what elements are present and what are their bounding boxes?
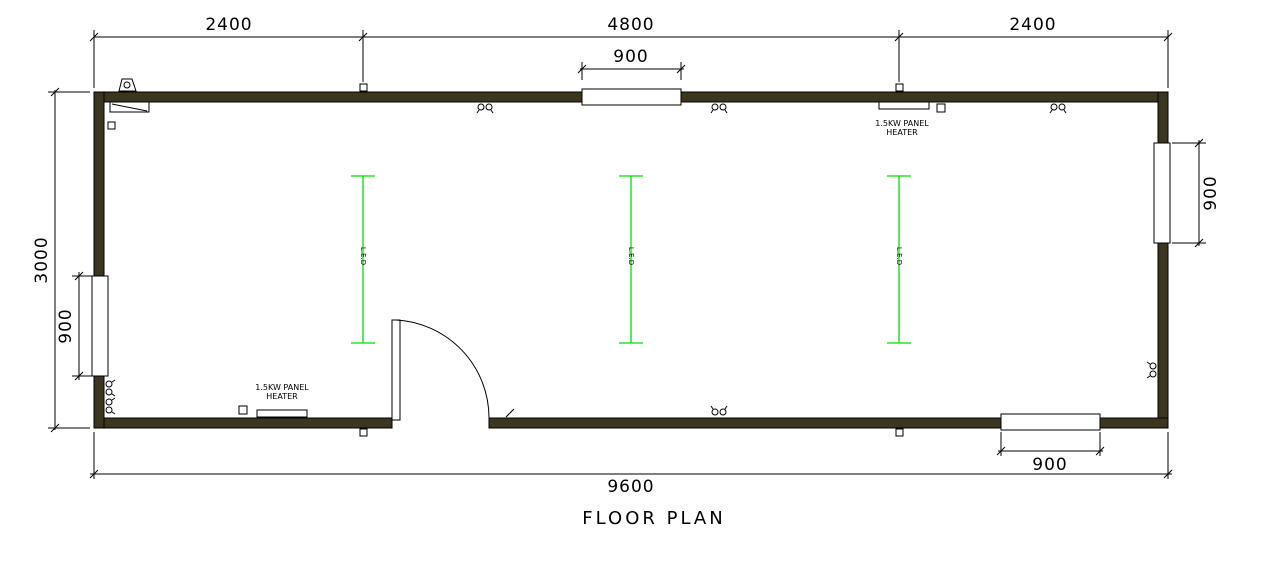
socket-right: [1146, 361, 1157, 379]
door-swing-arc: [395, 319, 490, 419]
heater-bottom-label-1: 1.5KW PANEL: [255, 383, 309, 392]
dim-top-window: 900: [613, 47, 648, 67]
dim-top-right: 2400: [1009, 15, 1056, 35]
top-window: [581, 88, 682, 106]
bottom-window: [1000, 413, 1101, 431]
dim-bottom-window: 900: [1032, 455, 1067, 475]
led-light-3: L.E.D: [887, 175, 911, 344]
distribution-board: [107, 101, 150, 130]
walls: [93, 91, 1169, 429]
right-window: [1153, 142, 1171, 244]
socket-left: [105, 379, 116, 415]
led-light-2: L.E.D: [619, 175, 643, 344]
bottom-wall-middle: [488, 417, 1002, 429]
left-dimension: 3000: [32, 87, 90, 433]
drawing-title: FLOOR PLAN: [582, 508, 725, 529]
top-window-dimension: 900: [577, 47, 686, 80]
bottom-dimension: 9600: [89, 432, 1173, 497]
panel-heater-bottom: 1.5KW PANEL HEATER: [238, 383, 309, 418]
right-window-dimension: 900: [1172, 138, 1221, 248]
bottom-window-dimension: 900: [996, 432, 1105, 475]
heater-bottom-label-2: HEATER: [266, 392, 298, 401]
left-wall-lower: [93, 375, 105, 429]
top-dimension: 2400 4800 2400: [89, 15, 1173, 88]
dim-left-height: 3000: [32, 236, 52, 283]
left-window-dimension: 900: [56, 271, 92, 381]
windows: [91, 88, 1171, 431]
dim-right-window: 900: [1201, 175, 1221, 210]
left-wall-upper: [93, 91, 105, 277]
socket-top-3: [1049, 103, 1067, 114]
socket-top-2: [710, 103, 728, 114]
door: [391, 319, 490, 428]
right-wall-upper: [1157, 91, 1169, 144]
dim-top-middle: 4800: [607, 15, 654, 35]
door-leaf: [391, 319, 401, 421]
panel-heater-top: 1.5KW PANEL HEATER: [875, 101, 946, 137]
led-label-2: L.E.D: [627, 247, 635, 265]
post-markers: [359, 83, 904, 437]
dim-top-left: 2400: [205, 15, 252, 35]
dim-bottom-total: 9600: [607, 477, 654, 497]
right-wall-lower: [1157, 242, 1169, 429]
camera-icon: [118, 78, 137, 92]
heater-top-label-1: 1.5KW PANEL: [875, 119, 929, 128]
left-window: [91, 275, 109, 377]
top-wall-left: [93, 91, 583, 103]
socket-bottom: [710, 405, 728, 416]
top-wall-right: [680, 91, 1169, 103]
dim-left-window: 900: [56, 308, 76, 343]
bottom-wall-right: [1099, 417, 1169, 429]
led-label-3: L.E.D: [895, 247, 903, 265]
led-light-1: L.E.D: [351, 175, 375, 344]
bottom-wall-left: [93, 417, 393, 429]
led-label-1: L.E.D: [359, 247, 367, 265]
heater-top-label-2: HEATER: [886, 128, 918, 137]
switch-icon: [505, 408, 515, 418]
socket-top-1: [476, 103, 494, 114]
